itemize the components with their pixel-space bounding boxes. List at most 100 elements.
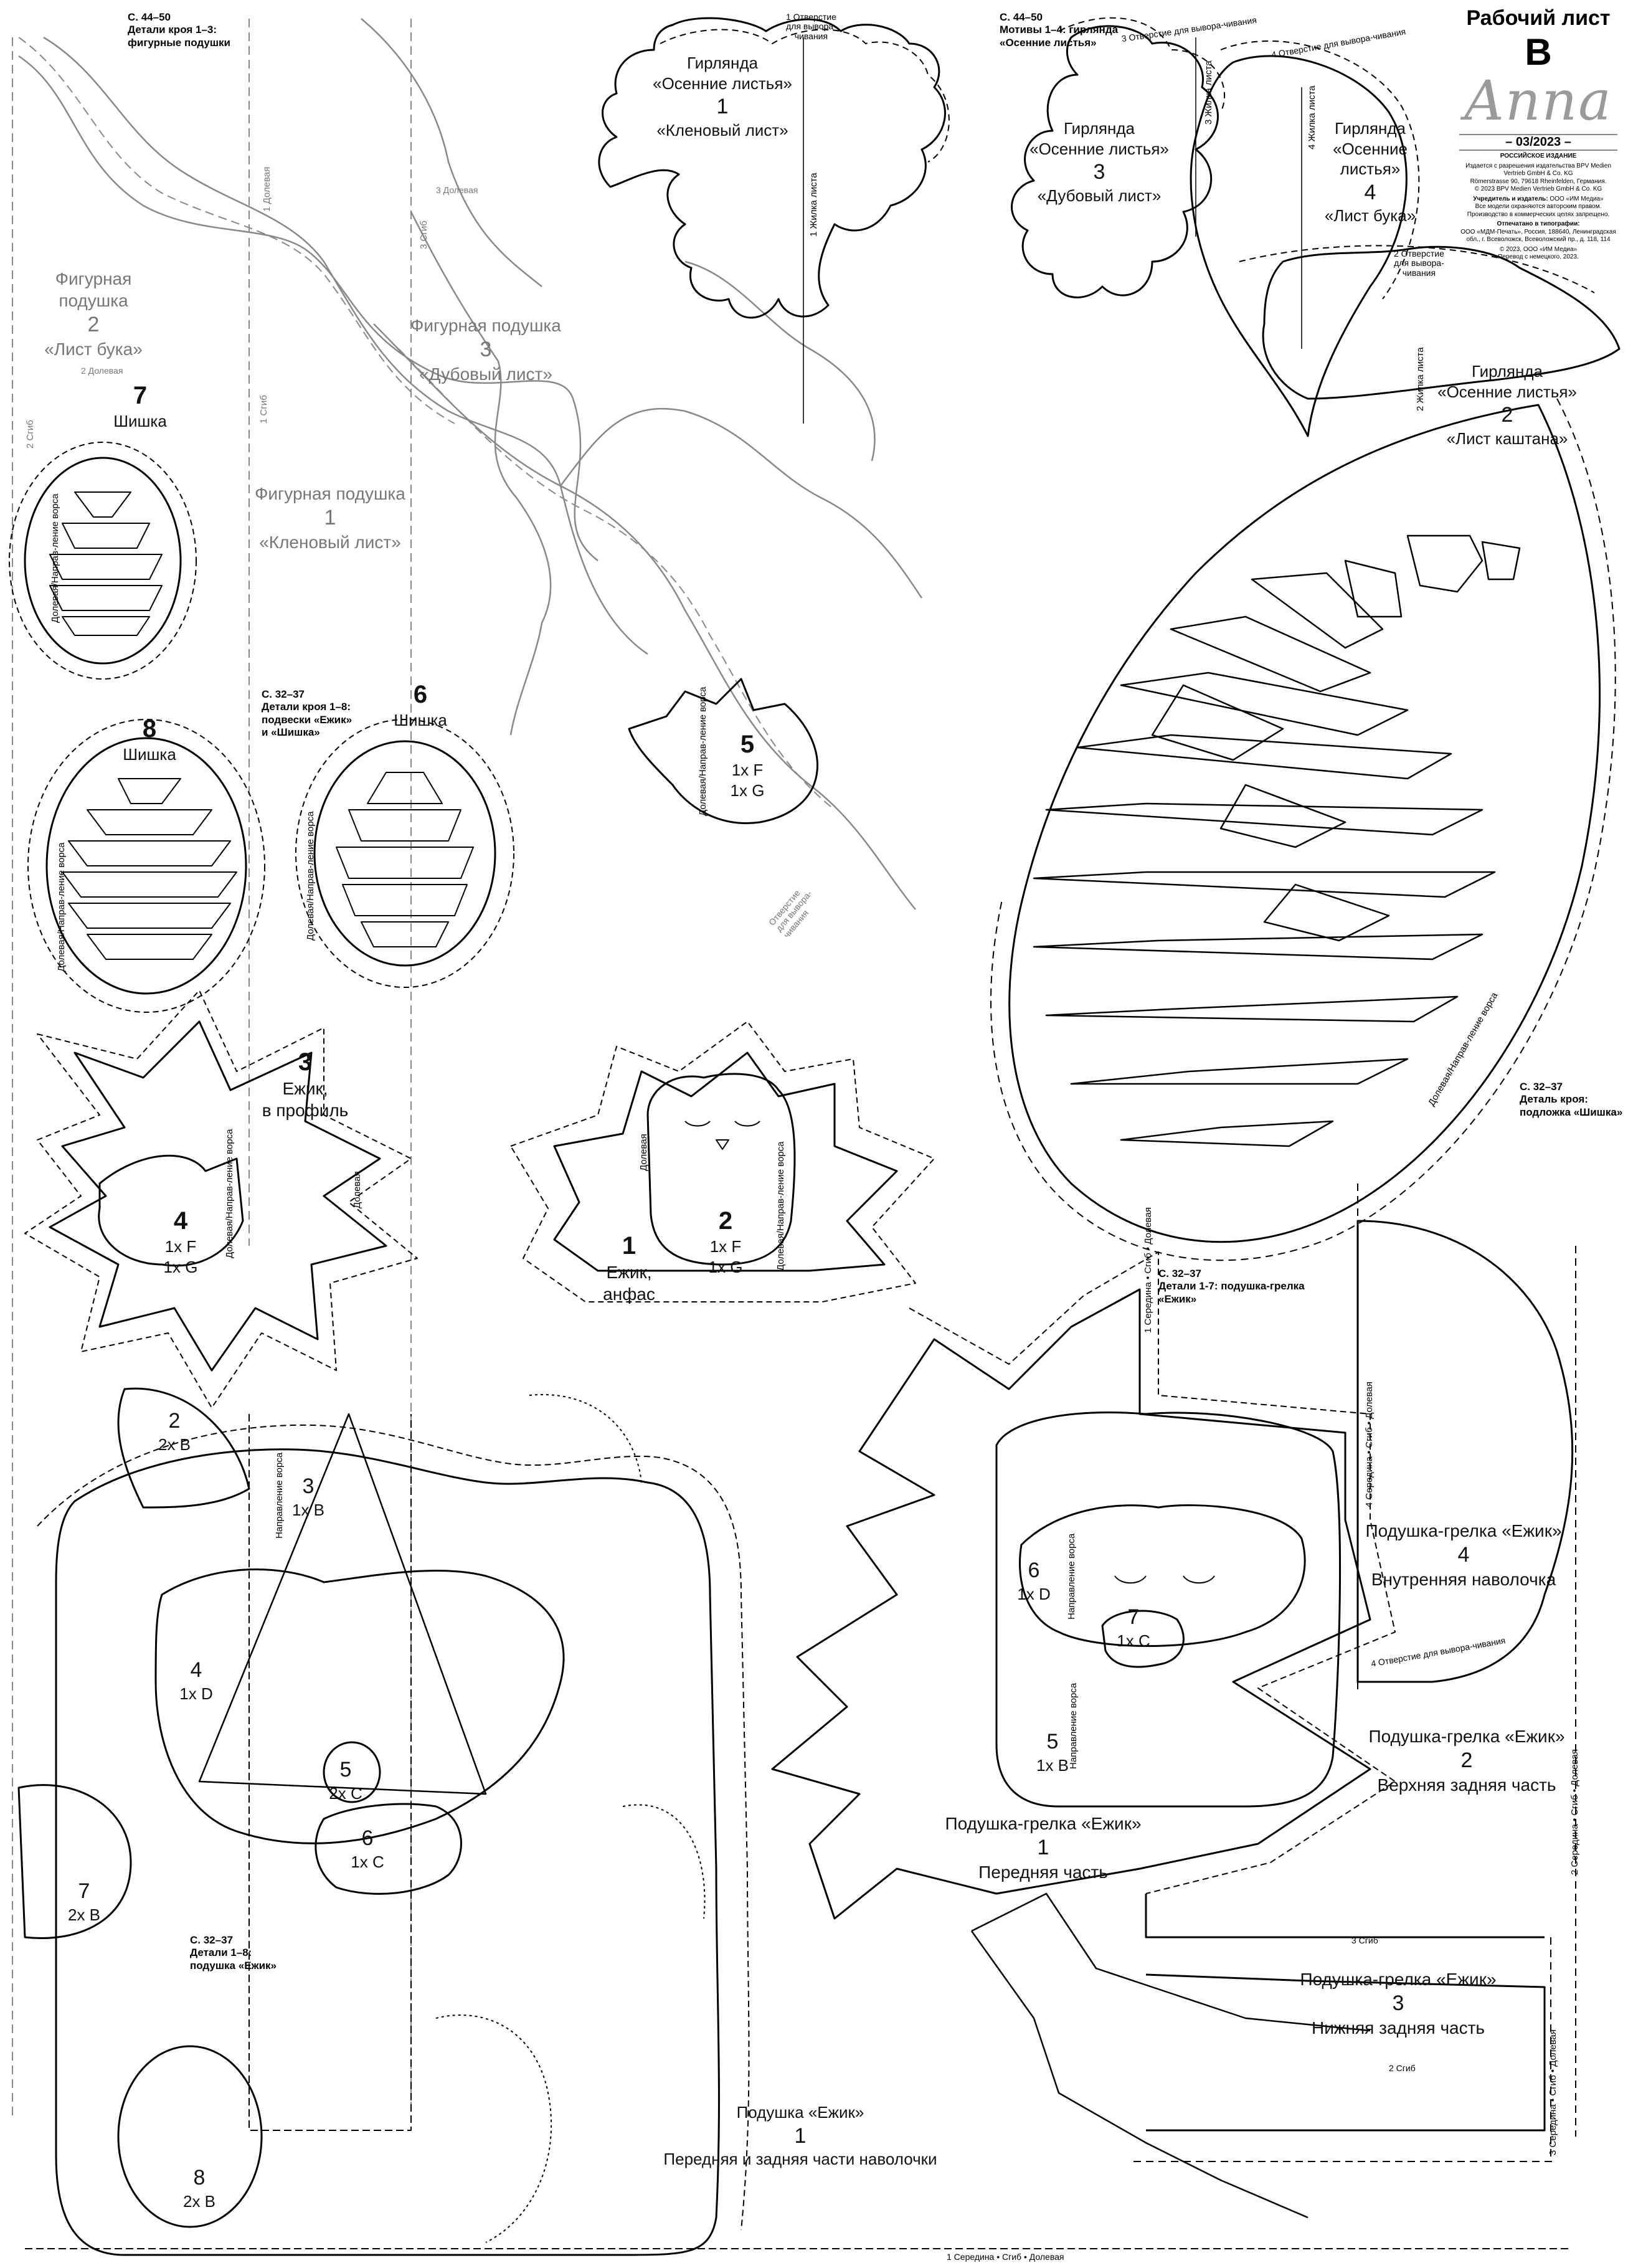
marking-center-fold-3: 3 Середина • Сгиб • Долевая (1548, 2029, 1558, 2155)
garland-beech-leaf (1190, 55, 1408, 437)
marking-nap-pendant-4: Долевая/Направ-ление ворса (224, 1129, 235, 1258)
marking-nap-pendant-2: Долевая/Направ-ление ворса (775, 1141, 786, 1271)
edition: РОССИЙСКОЕ ИЗДАНИЕ (1500, 153, 1577, 159)
label-shaped-pillow-3: Фигурная подушка 3«Дубовый лист» (410, 316, 561, 384)
pendant-8-scales (62, 778, 237, 960)
hedgehog-pillow-6 (315, 1803, 462, 1895)
hot-water-lower-back (1145, 1894, 1546, 2132)
pinecone-scales (1033, 534, 1521, 1147)
publisher-info: Издается с разрешения издательства BPV M… (1465, 162, 1611, 193)
marking-nap-hot-water-5: Направление ворса (1068, 1682, 1079, 1769)
marking-center-fold-2: 2 Середина • Сгиб • Долевая (1569, 1749, 1580, 1875)
garland-oak-leaf (1011, 25, 1219, 298)
marking-vein-2: 2 Жилка листа (1415, 347, 1426, 411)
pendant-4-profile (98, 1154, 244, 1267)
garland-maple-leaf (598, 17, 946, 319)
sheet-letter: B (1525, 31, 1552, 73)
header-garland: С. 44–50 Мотивы 1–4: гирлянда «Осенние л… (1000, 11, 1119, 49)
pendant-7-scales (49, 491, 163, 636)
pendant-2-face (646, 1073, 796, 1266)
marking-nap-pendant-6: Долевая/Направ-ление ворса (305, 811, 316, 941)
marking-vein-4: 4 Жилка листа (1307, 85, 1317, 149)
marking-center-fold-1: 1 Середина • Сгиб • Долевая (1143, 1207, 1153, 1333)
marking-grain-1: 1 Долевая (262, 166, 272, 212)
marking-grain-2: 2 Долевая (81, 366, 123, 376)
header-pendants: С. 32–37 Детали кроя 1–8: подвески «Ежик… (262, 688, 353, 739)
header-hedgehog-pillow: С. 32–37 Детали 1–8: подушка «Ежик» (190, 1934, 277, 1971)
pinecone-base-outline (1008, 404, 1601, 1243)
printer-info: Отпечатано в типографии: ООО «МДМ-Печать… (1460, 221, 1616, 243)
shaped-pillow-1-outline (43, 36, 648, 655)
marking-grain-pendant-3: Долевая (352, 1171, 362, 1208)
pinecone-base-seam (990, 398, 1616, 1261)
marking-nap-pendant-8: Долевая/Направ-ление ворса (56, 842, 67, 972)
hedgehog-pillow-2 (117, 1387, 250, 1509)
label-garland-oak: Гирлянда«Осенние листья» 3«Дубовый лист» (1029, 119, 1169, 205)
label-garland-beech: Гирлянда«Осенние листья» 4«Лист бука» (1324, 119, 1416, 225)
shaped-pillow-3-outline (410, 211, 552, 736)
marking-vein-3: 3 Жилка листа (1203, 60, 1214, 125)
hot-water-face-6 (1019, 1504, 1306, 1647)
hot-water-face-7 (1101, 1610, 1185, 1668)
marking-nap-pendant-7: Долевая/Направ-ление ворса (50, 493, 60, 623)
pendant-6-scales (336, 772, 474, 947)
publisher-panel: Рабочий лист B Anna – 03/2023 – РОССИЙСК… (1454, 6, 1622, 263)
pendant-7-outline (24, 457, 182, 665)
founder-info: Учредитель и издатель: ООО «ИМ Медиа» Вс… (1467, 195, 1610, 218)
label-garland-maple: Гирлянда«Осенние листья» 1«Кленовый лист… (653, 54, 792, 140)
label-shaped-pillow-1: Фигурная подушка 1«Кленовый лист» (255, 484, 405, 552)
header-shaped-pillows: С. 44–50 Детали кроя 1–3: фигурные подуш… (128, 11, 230, 49)
marking-center-fold-bottom: 1 Середина • Сгиб • Долевая (947, 2252, 1064, 2262)
hot-water-face-5 (995, 1411, 1342, 1808)
hedgehog-pillow-7 (17, 1784, 132, 1939)
marking-fold-2: 2 Сгиб (25, 420, 35, 448)
marking-nap-hedgehog-3: Направление ворса (274, 1452, 285, 1539)
hedgehog-pillow-4 (154, 1568, 565, 1844)
pendant-6-outline (313, 740, 496, 967)
marking-nap-pendant-5: Долевая/Направ-ление ворса (698, 686, 708, 816)
marking-fold-3-bottom: 3 Сгиб (1351, 1935, 1378, 1945)
pendant-3-star (49, 1020, 387, 1372)
header-pinecone-base: С. 32–37 Деталь кроя: подложка «Шишка» (1520, 1081, 1623, 1118)
marking-fold-1: 1 Сгиб (258, 395, 269, 424)
marking-nap-hot-water-6: Направление ворса (1066, 1533, 1077, 1620)
hot-water-upper-back (1356, 1220, 1574, 1683)
marking-grain-pendant-1: Долевая (638, 1134, 649, 1171)
pendant-8-outline (45, 737, 247, 995)
marking-center-fold-4: 4 Середина • Сгиб • Долевая (1364, 1382, 1375, 1507)
hedgehog-pillow-front (55, 1448, 720, 2256)
issue-number: – 03/2023 – (1459, 134, 1617, 151)
hedgehog-pillow-5 (323, 1741, 381, 1803)
magazine-logo: Anna (1464, 69, 1612, 133)
label-garland-chestnut: Гирлянда«Осенние листья» 2«Лист каштана» (1437, 362, 1577, 448)
marking-vein-1: 1 Жилка листа (808, 173, 819, 237)
marking-fold-2-bottom: 2 Сгиб (1389, 2063, 1416, 2073)
marking-fold-3: 3 Сгиб (419, 221, 429, 249)
pendant-5-outline (628, 678, 818, 824)
copyright-info: © 2023, ООО «ИМ Медиа» Перевод с немецко… (1498, 245, 1579, 261)
